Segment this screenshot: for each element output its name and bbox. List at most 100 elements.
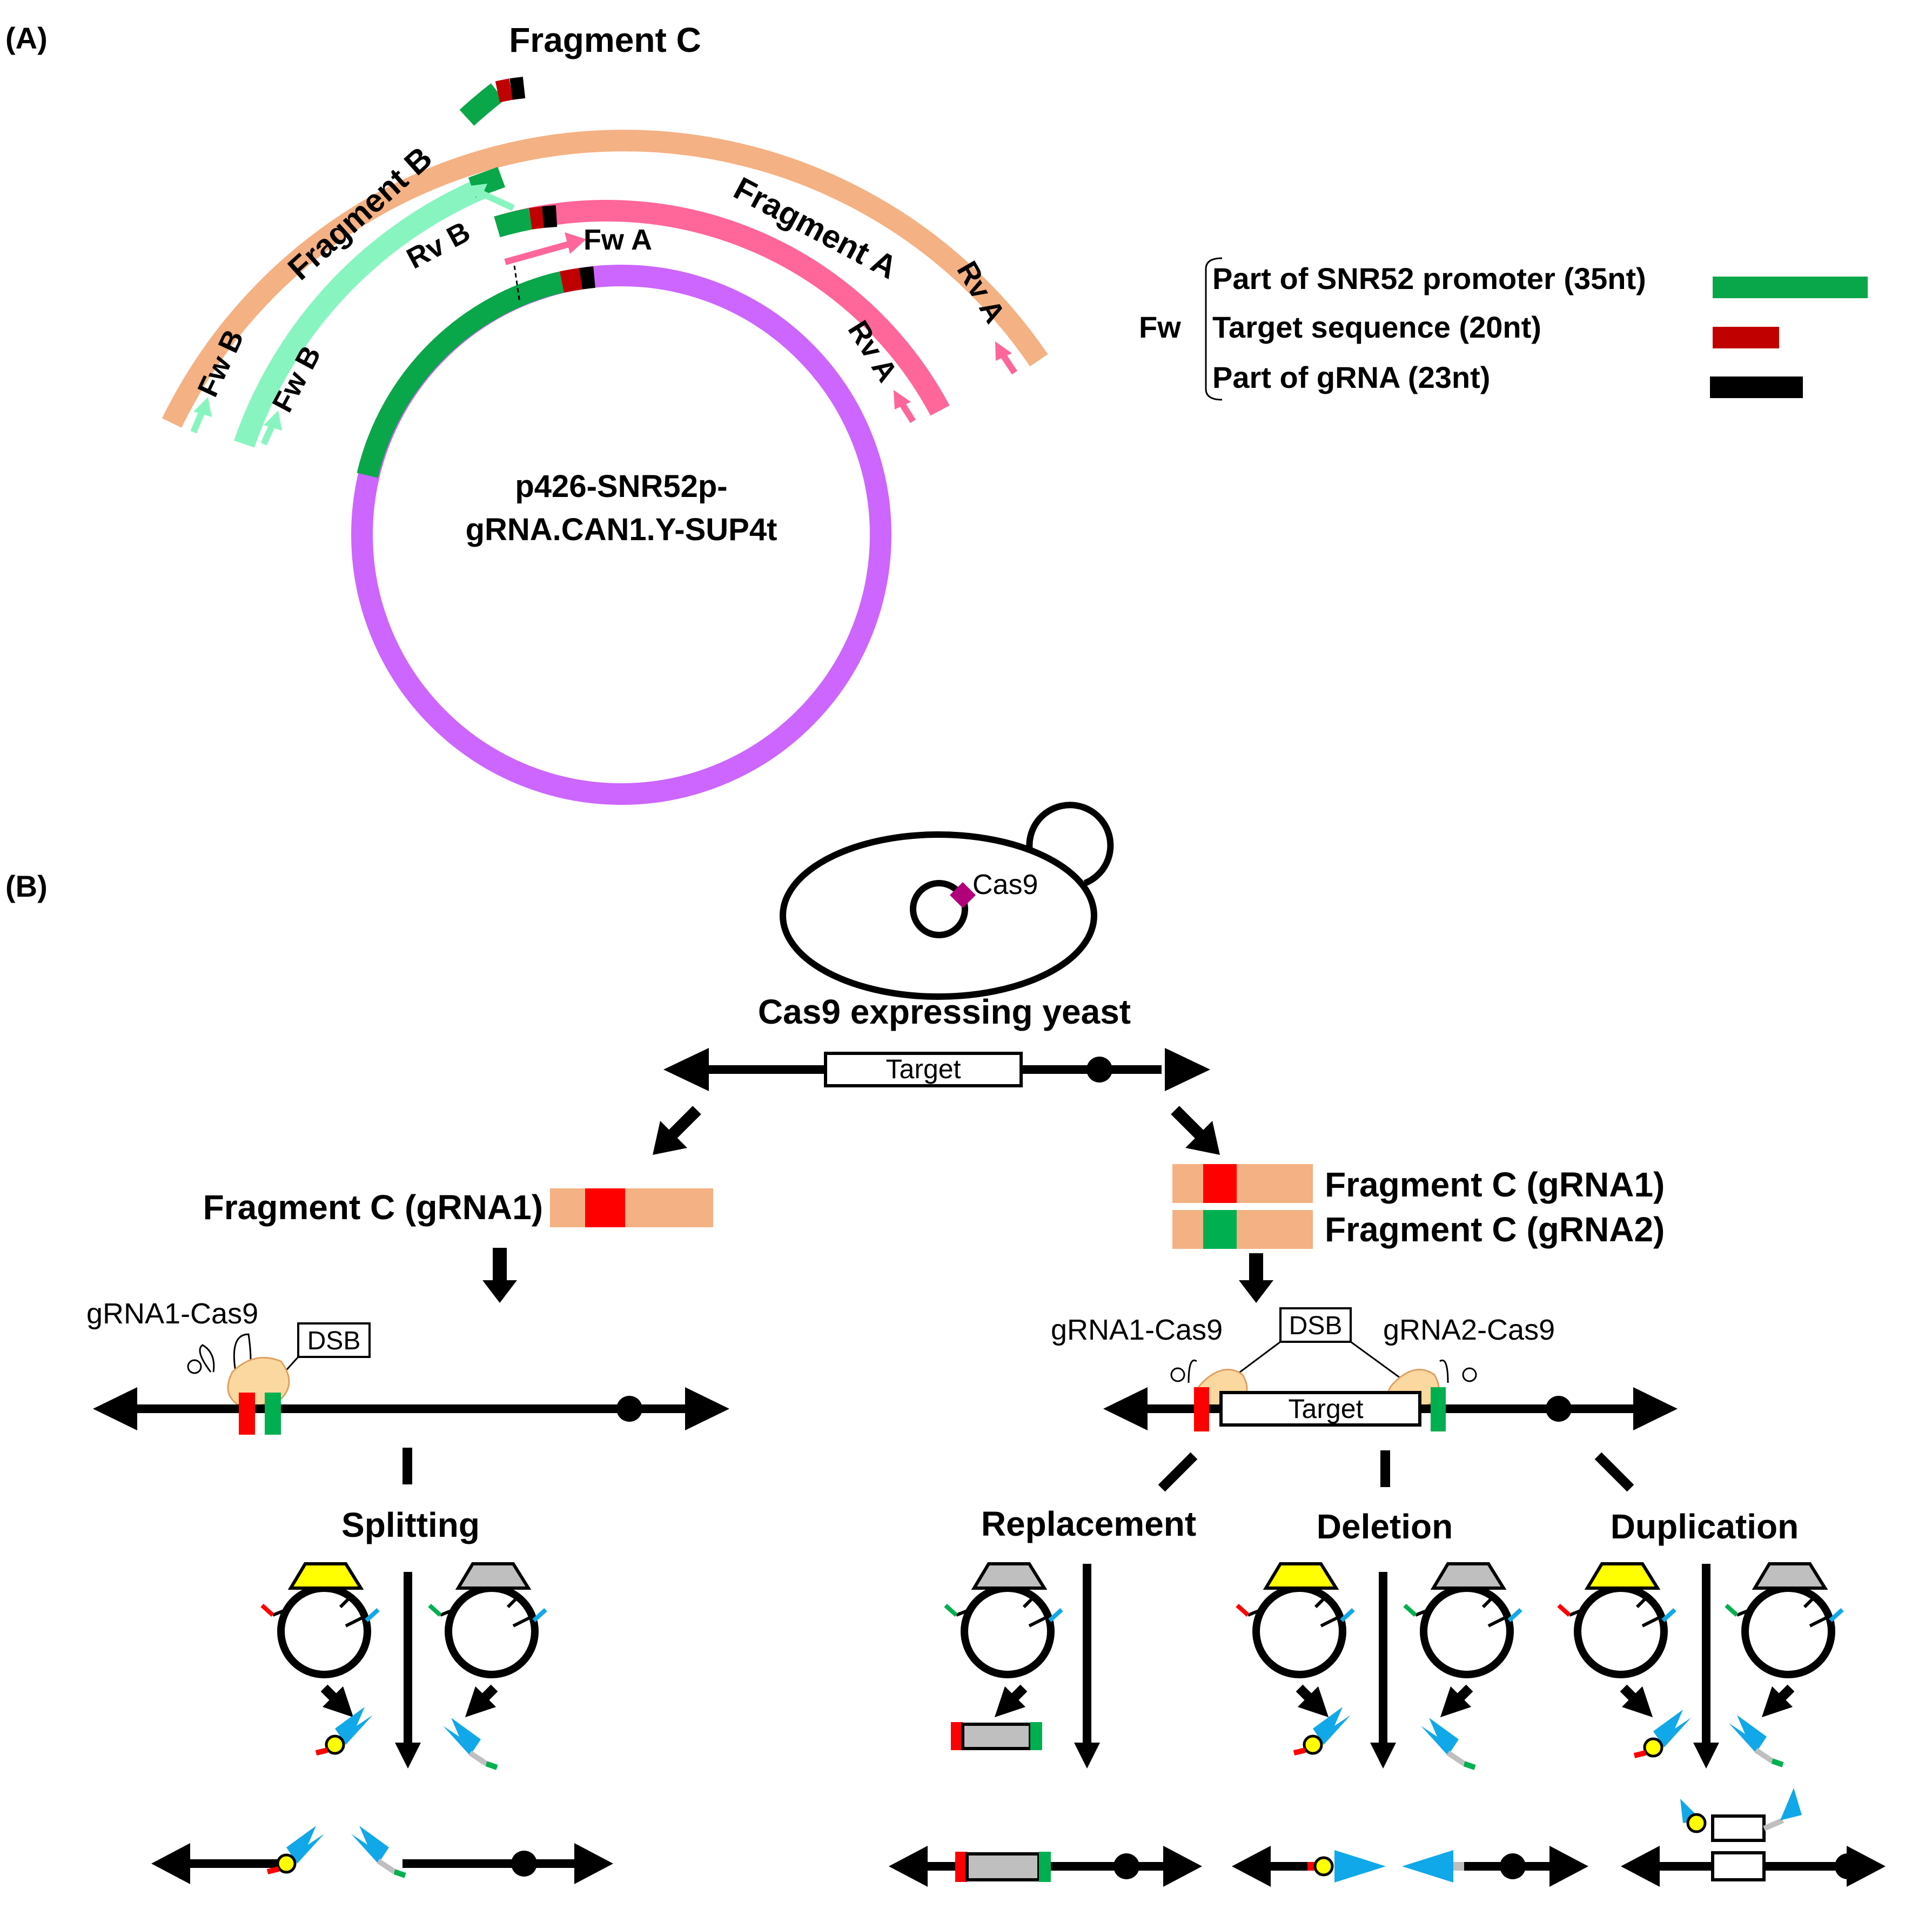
rv-a-inner-primer <box>894 390 916 423</box>
duplication-plasmid-gray <box>1726 1564 1842 1675</box>
splitting-plasmid-gray <box>430 1564 546 1675</box>
right-fragment1-label: Fragment C (gRNA1) <box>1325 1165 1665 1204</box>
right-fragment1-bar <box>1172 1164 1313 1203</box>
duplication-blue-arrow-yellow <box>1634 1710 1691 1756</box>
right-fragment1-target <box>1203 1164 1237 1203</box>
fragment-a-promoter-seg <box>494 208 533 238</box>
right-complex1-label: gRNA1-Cas9 <box>1051 1314 1223 1346</box>
splitting-plasmid-yellow <box>262 1564 378 1675</box>
left-down-tick <box>403 1448 412 1484</box>
fragment-a-target-seg <box>529 206 545 230</box>
legend-fw-label: Fw <box>1139 310 1181 344</box>
top-target-box <box>824 1052 1023 1087</box>
splitting-blue-arrow-gray <box>443 1718 497 1767</box>
splitting-result-chromosome <box>151 1843 613 1884</box>
left-dsb-box <box>297 1322 371 1358</box>
deletion-result-chromosome <box>1232 1846 1588 1887</box>
cas9-plasmid <box>910 880 968 938</box>
legend-swatch-promoter <box>1713 277 1868 298</box>
duplication-result <box>1621 1788 1886 1887</box>
left-fragment-label: Fragment C (gRNA1) <box>203 1188 543 1227</box>
plasmid-grna-seg <box>579 266 595 290</box>
yeast-title: Cas9 expressing yeast <box>758 992 1131 1031</box>
top-target-label: Target <box>886 1054 961 1084</box>
left-dsb-label: DSB <box>307 1327 361 1355</box>
fw-b-inner-primer <box>260 411 282 446</box>
left-cut-red <box>239 1393 255 1435</box>
legend-swatch-target <box>1713 327 1779 348</box>
legend-brace <box>1205 257 1223 401</box>
method-deletion: Deletion <box>1317 1507 1453 1546</box>
replacement-insert <box>951 1722 1042 1750</box>
yeast-cell <box>780 831 1097 1000</box>
left-down-arrow <box>482 1248 517 1303</box>
right-grna-structures <box>1170 1359 1477 1383</box>
legend-item-promoter: Part of SNR52 promoter (35nt) <box>1212 261 1646 295</box>
branch-arrow-right <box>1171 1106 1220 1155</box>
right-target-box <box>1219 1391 1421 1427</box>
plasmid-target-seg <box>559 268 582 293</box>
right-cut-green <box>1431 1387 1446 1431</box>
duplication-arrow-right <box>1761 1684 1795 1718</box>
duplication-blue-arrow-gray <box>1729 1715 1783 1765</box>
right-target-label: Target <box>1289 1394 1364 1424</box>
deletion-plasmid-gray <box>1405 1564 1521 1675</box>
left-cut-green <box>265 1393 281 1435</box>
panel-a-label: (A) <box>5 21 48 55</box>
fragment-c-title: Fragment C <box>509 21 701 59</box>
branch-arrow-left <box>653 1106 701 1155</box>
method-splitting: Splitting <box>341 1505 480 1544</box>
left-fragment-bar <box>550 1188 713 1227</box>
splitting-arrow-right <box>465 1684 498 1718</box>
plasmid-circle <box>351 265 891 805</box>
right-dsb-box <box>1279 1307 1352 1343</box>
deletion-plasmid-yellow <box>1237 1564 1353 1675</box>
deletion-arrow-right <box>1440 1684 1473 1718</box>
left-complex-label: gRNA1-Cas9 <box>86 1297 258 1330</box>
fragment-c-promoter-seg <box>459 83 505 126</box>
fw-a-primer <box>504 232 586 265</box>
legend-item-target: Target sequence (20nt) <box>1212 310 1541 344</box>
plasmid-name-line2: gRNA.CAN1.Y-SUP4t <box>466 512 777 547</box>
right-down-arrow <box>1239 1253 1273 1303</box>
fragment-c-grna-seg <box>509 77 526 100</box>
replacement-arrow <box>994 1684 1028 1718</box>
replacement-result-chromosome <box>889 1846 1202 1887</box>
method-replacement: Replacement <box>981 1504 1196 1543</box>
duplication-plasmid-yellow <box>1559 1564 1675 1675</box>
fragment-c-target-seg <box>495 78 513 103</box>
deletion-arrow-left <box>1296 1684 1329 1718</box>
legend-swatch-grna <box>1710 377 1803 398</box>
fragment-c-arc <box>162 130 1048 428</box>
yeast-bud <box>1026 802 1114 886</box>
fw-a-label: Fw A <box>583 224 652 256</box>
fragment-b-arc <box>234 176 491 448</box>
deletion-blue-arrow-yellow <box>1294 1707 1351 1753</box>
legend-item-grna: Part of gRNA (23nt) <box>1212 360 1490 394</box>
right-fragment2-label: Fragment C (gRNA2) <box>1325 1210 1665 1249</box>
right-fragment2-target <box>1203 1210 1237 1249</box>
fragment-a-grna-seg <box>542 205 558 228</box>
rv-b-primer <box>466 184 515 211</box>
right-ticks <box>1158 1450 1634 1492</box>
fw-b-outer-primer <box>190 397 212 434</box>
right-dsb-label: DSB <box>1289 1312 1343 1340</box>
left-fragment-target <box>585 1188 625 1227</box>
rv-a-outer-primer <box>995 341 1018 375</box>
right-complex2-label: gRNA2-Cas9 <box>1383 1314 1555 1346</box>
deletion-blue-arrow-gray <box>1421 1718 1475 1767</box>
plasmid-name-line1: p426-SNR52p- <box>515 469 727 504</box>
replacement-plasmid-gray <box>945 1564 1062 1675</box>
left-chromosome <box>93 1387 729 1430</box>
cas9-label: Cas9 <box>972 869 1038 900</box>
right-cut-red <box>1194 1387 1209 1431</box>
panel-b-label: (B) <box>5 869 48 903</box>
splitting-arrow-left <box>320 1684 354 1718</box>
splitting-result-blue-gray <box>351 1826 405 1875</box>
fragment-a-arc <box>494 200 950 416</box>
right-fragment2-bar <box>1172 1210 1313 1249</box>
duplication-arrow-left <box>1620 1684 1653 1718</box>
splitting-blue-arrow-yellow <box>316 1707 373 1753</box>
plasmid-promoter-seg <box>357 271 565 478</box>
